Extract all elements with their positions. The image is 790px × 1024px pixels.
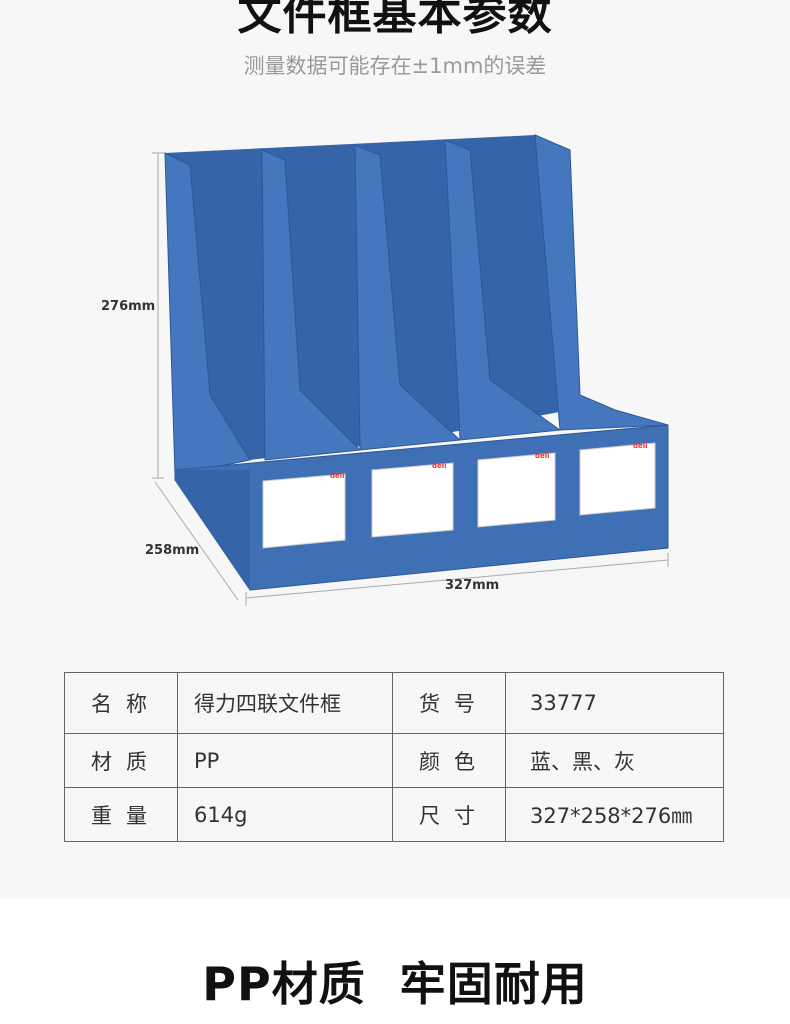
section-title: PP材质 牢固耐用 bbox=[202, 957, 588, 1011]
spec-label: 名称 bbox=[64, 672, 178, 734]
spec-value: PP bbox=[177, 733, 393, 788]
spec-label: 货号 bbox=[392, 672, 506, 734]
spec-label: 颜色 bbox=[392, 733, 506, 788]
spec-value: 33777 bbox=[505, 672, 724, 734]
svg-text:deli: deli bbox=[432, 462, 447, 470]
spec-label: 重量 bbox=[64, 787, 178, 842]
spec-label: 尺寸 bbox=[392, 787, 506, 842]
page-subtitle: 测量数据可能存在±1mm的误差 bbox=[243, 54, 547, 78]
svg-text:deli: deli bbox=[535, 452, 550, 460]
depth-dimension: 258mm bbox=[145, 543, 200, 558]
spec-value: 蓝、黑、灰 bbox=[505, 733, 724, 788]
spec-value: 得力四联文件框 bbox=[177, 672, 393, 734]
table-row: 重量 614g 尺寸 327*258*276㎜ bbox=[64, 787, 724, 842]
spec-label: 材质 bbox=[64, 733, 178, 788]
spec-value: 327*258*276㎜ bbox=[505, 787, 724, 842]
table-row: 名称 得力四联文件框 货号 33777 bbox=[64, 672, 724, 734]
specs-table: 名称 得力四联文件框 货号 33777 材质 PP 颜色 蓝、黑、灰 重量 61… bbox=[64, 672, 724, 842]
brand-logo: deli bbox=[330, 472, 345, 480]
height-dimension: 276mm bbox=[101, 299, 156, 314]
page-title: 文件框基本参数 bbox=[237, 0, 553, 40]
table-row: 材质 PP 颜色 蓝、黑、灰 bbox=[64, 733, 724, 788]
spec-value: 614g bbox=[177, 787, 393, 842]
width-dimension: 327mm bbox=[445, 578, 500, 593]
svg-text:deli: deli bbox=[633, 442, 648, 450]
file-box-image: deli deli deli deli bbox=[152, 134, 669, 606]
